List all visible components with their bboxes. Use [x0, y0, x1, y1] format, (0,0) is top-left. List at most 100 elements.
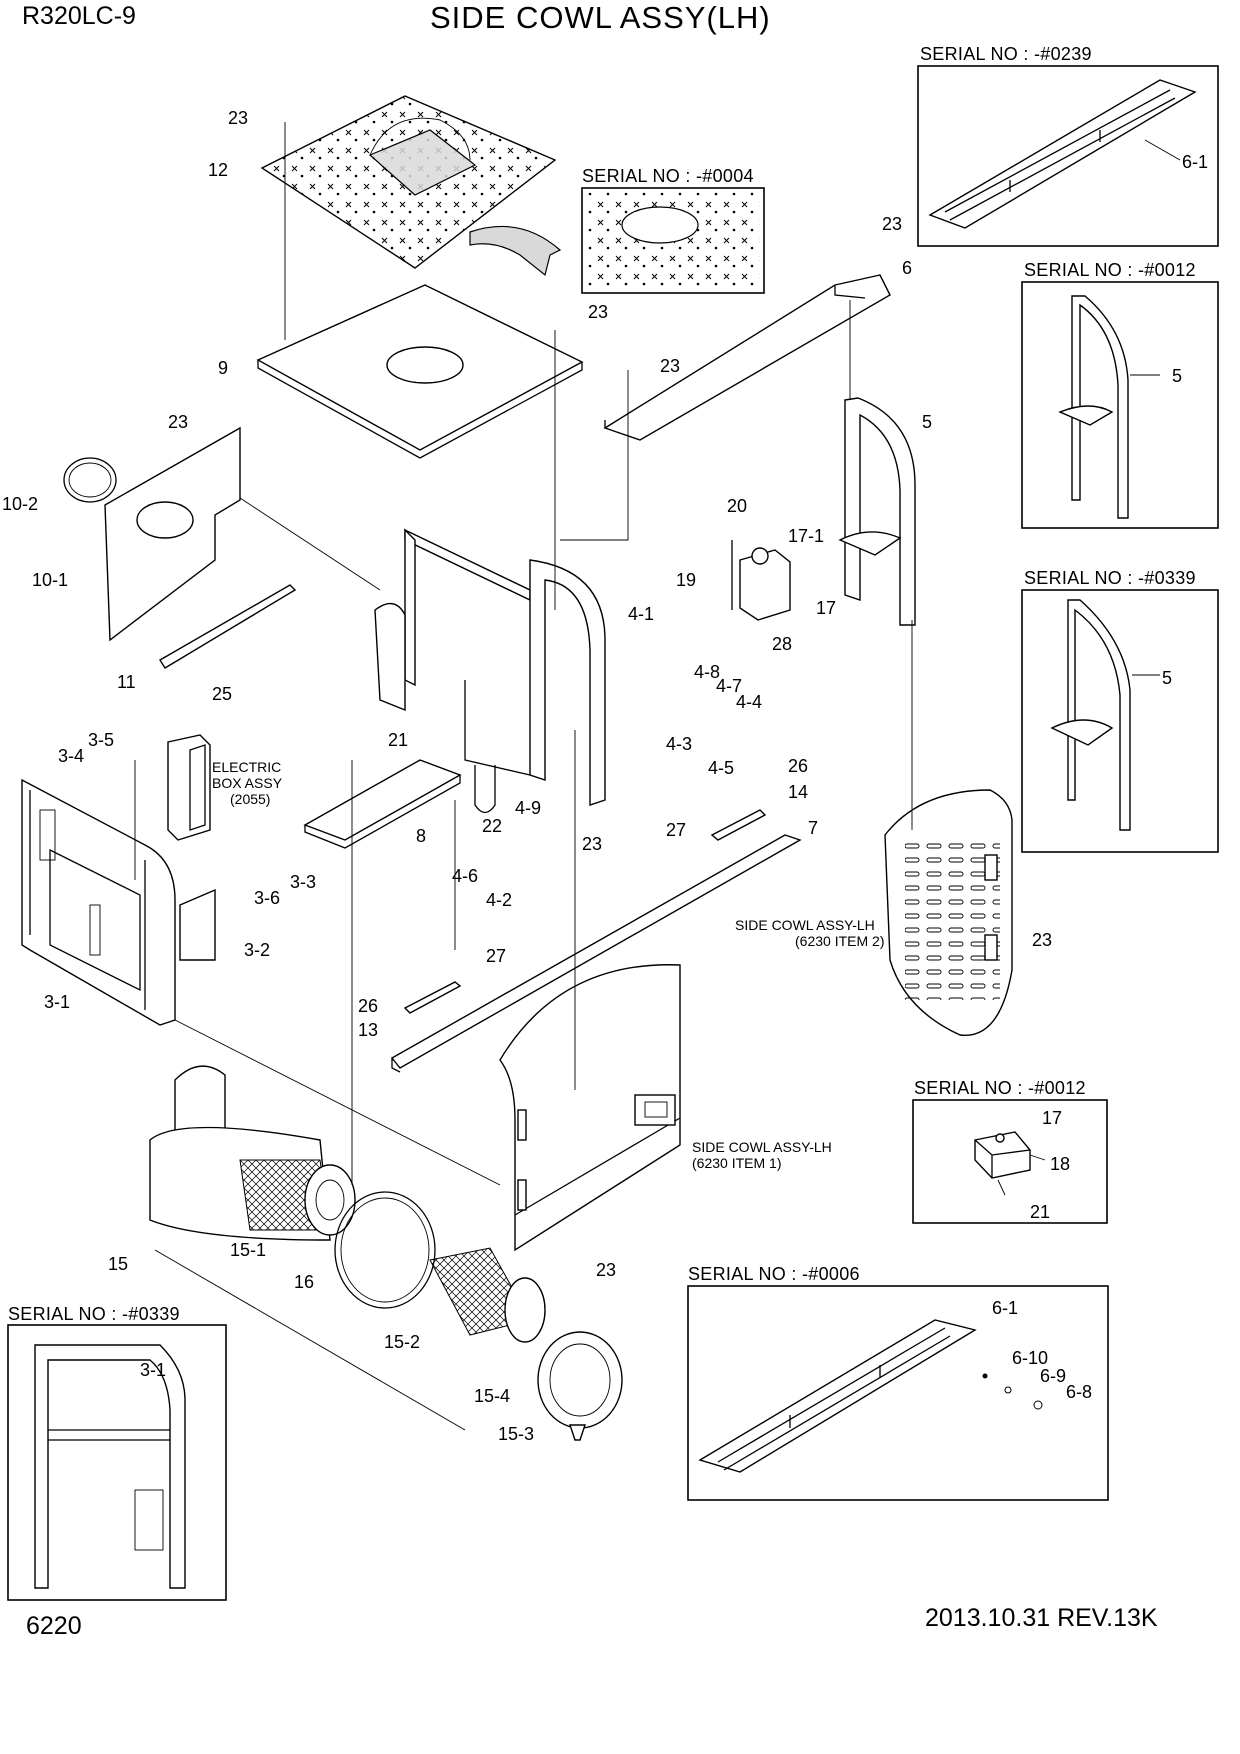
electric-box — [167, 734, 211, 841]
callout: 4-3 — [666, 734, 692, 754]
callout: 6-1 — [992, 1298, 1018, 1318]
callout: 27 — [666, 820, 686, 840]
latch-14 — [710, 809, 767, 841]
callout: 4-6 — [452, 866, 478, 886]
serial-box-0339-upper — [1021, 589, 1219, 853]
callout: 15 — [108, 1254, 128, 1274]
callout: 19 — [676, 570, 696, 590]
note-side-cowl-item1: (6230 ITEM 1) — [692, 1155, 781, 1171]
callout: 17 — [816, 598, 836, 618]
filter-15-2 — [429, 1247, 546, 1343]
bracket-8 — [303, 759, 462, 849]
callout: 21 — [388, 730, 408, 750]
cover-plate-10-1 — [104, 426, 241, 642]
callout: 23 — [582, 834, 602, 854]
callout: 5 — [922, 412, 932, 432]
callout: 27 — [486, 946, 506, 966]
callout: 6-9 — [1040, 1366, 1066, 1386]
callout: 10-2 — [2, 494, 38, 514]
frame-4-1 — [374, 528, 606, 806]
callout: 26 — [788, 756, 808, 776]
callout: 4-7 — [716, 676, 742, 696]
serial-box-0004 — [581, 187, 765, 294]
air-cleaner-15 — [149, 1065, 356, 1241]
callout: 17-1 — [788, 526, 824, 546]
callout: 4-4 — [736, 692, 762, 712]
callout: 3-5 — [88, 730, 114, 750]
callout: 15-4 — [474, 1386, 510, 1406]
page-number: 6220 — [26, 1612, 82, 1640]
serial-box-0006 — [687, 1285, 1109, 1501]
callout: 20 — [727, 496, 747, 516]
serial-label: SERIAL NO : -#0006 — [688, 1264, 860, 1284]
callout: 14 — [788, 782, 808, 802]
callout: 7 — [808, 818, 818, 838]
plate-12-perforated — [260, 95, 562, 277]
callout: 9 — [218, 358, 228, 378]
callout: 6-8 — [1066, 1382, 1092, 1402]
callout: 23 — [588, 302, 608, 322]
callout: 17 — [1042, 1108, 1062, 1128]
ring-10-2 — [63, 457, 117, 503]
note-side-cowl-item2: SIDE COWL ASSY-LH — [735, 917, 875, 933]
rail-6 — [603, 274, 891, 441]
latch-13 — [403, 981, 462, 1014]
callout: 4-8 — [694, 662, 720, 682]
callout: 8 — [416, 826, 426, 846]
callout: 18 — [1050, 1154, 1070, 1174]
callout: 15-3 — [498, 1424, 534, 1444]
callout: 6-10 — [1012, 1348, 1048, 1368]
callout: 13 — [358, 1020, 378, 1040]
plate-3-2 — [179, 888, 216, 961]
callout: 15-2 — [384, 1332, 420, 1352]
note-electric-box: BOX ASSY — [212, 775, 283, 791]
bracket-5 — [838, 397, 916, 626]
callout: 25 — [212, 684, 232, 704]
callout: 12 — [208, 160, 228, 180]
callout: 26 — [358, 996, 378, 1016]
callout: 3-3 — [290, 872, 316, 892]
band-16 — [334, 1191, 436, 1309]
note-side-cowl-item2: (6230 ITEM 2) — [795, 933, 884, 949]
callout: 15-1 — [230, 1240, 266, 1260]
callout: 4-9 — [515, 798, 541, 818]
note-electric-box: ELECTRIC — [212, 759, 281, 775]
callout: 5 — [1172, 366, 1182, 386]
callout: 16 — [294, 1272, 314, 1292]
callout: 3-1 — [44, 992, 70, 1012]
callout: 28 — [772, 634, 792, 654]
serial-label: SERIAL NO : -#0012 — [914, 1078, 1086, 1098]
callout: 22 — [482, 816, 502, 836]
callout: 4-1 — [628, 604, 654, 624]
callout: 23 — [1032, 930, 1052, 950]
callout: 5 — [1162, 668, 1172, 688]
callout: 23 — [596, 1260, 616, 1280]
callout: 4-2 — [486, 890, 512, 910]
callout: 23 — [228, 108, 248, 128]
callout: 3-1 — [140, 1360, 166, 1380]
note-side-cowl-item1: SIDE COWL ASSY-LH — [692, 1139, 832, 1155]
side-cowl-item1 — [499, 964, 681, 1252]
valve-15-3 — [569, 1424, 586, 1441]
callout: 3-2 — [244, 940, 270, 960]
callout: 10-1 — [32, 570, 68, 590]
callout: 6 — [902, 258, 912, 278]
page-title: SIDE COWL ASSY(LH) — [430, 0, 771, 35]
callout: 23 — [882, 214, 902, 234]
panel-3-1 — [21, 778, 176, 1026]
serial-label: SERIAL NO : -#0004 — [582, 166, 754, 186]
serial-label: SERIAL NO : -#0339 — [8, 1304, 180, 1324]
model-name: R320LC-9 — [22, 2, 136, 30]
bar-11 — [159, 584, 297, 669]
callout: 23 — [660, 356, 680, 376]
serial-label: SERIAL NO : -#0012 — [1024, 260, 1196, 280]
callout: 21 — [1030, 1202, 1050, 1222]
callout: 3-6 — [254, 888, 280, 908]
side-cowl-item2 — [884, 789, 1013, 1036]
u-bolt-4-9 — [474, 765, 496, 814]
reservoir-17 — [731, 540, 791, 621]
rail-7 — [390, 834, 802, 1073]
note-electric-box: (2055) — [230, 791, 270, 807]
